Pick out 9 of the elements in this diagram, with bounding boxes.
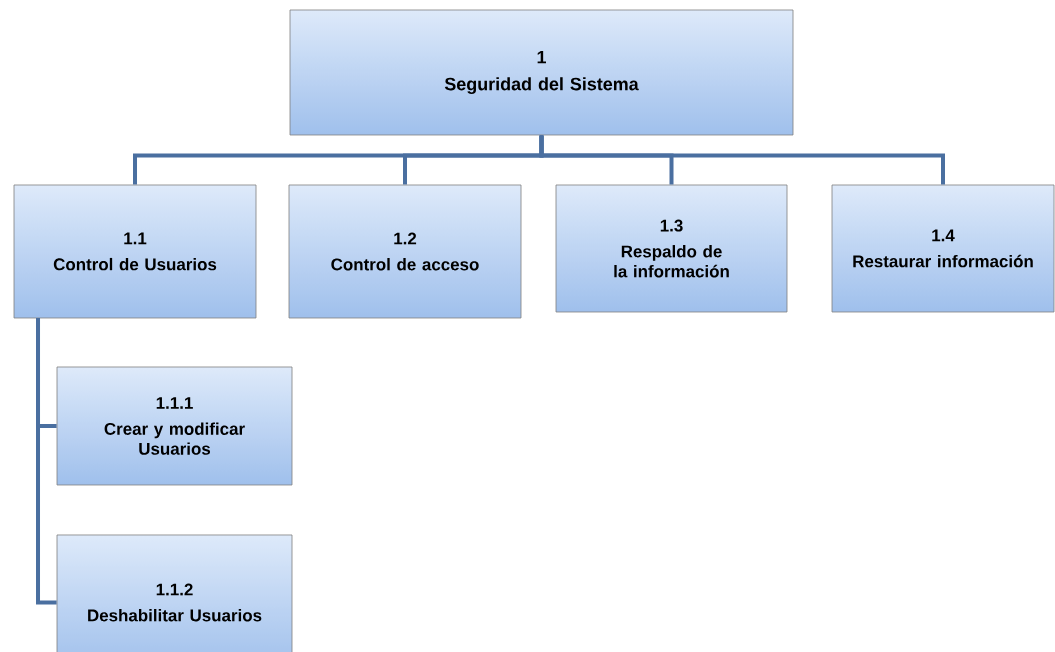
box: 1.1.2 Deshabilitar Usuarios bbox=[56, 534, 293, 652]
box: 1.3 Respaldo de la información bbox=[555, 184, 788, 313]
connector-line bbox=[539, 135, 945, 185]
box: 1 Seguridad del Sistema bbox=[289, 9, 794, 136]
box: 1.1 Control de Usuarios bbox=[13, 184, 257, 319]
box: 1.1.1 Crear y modificar Usuarios bbox=[56, 366, 293, 486]
box: 1.4 Restaurar información bbox=[831, 184, 1055, 313]
box: 1.2 Control de acceso bbox=[288, 184, 522, 319]
connector-line bbox=[36, 318, 57, 605]
